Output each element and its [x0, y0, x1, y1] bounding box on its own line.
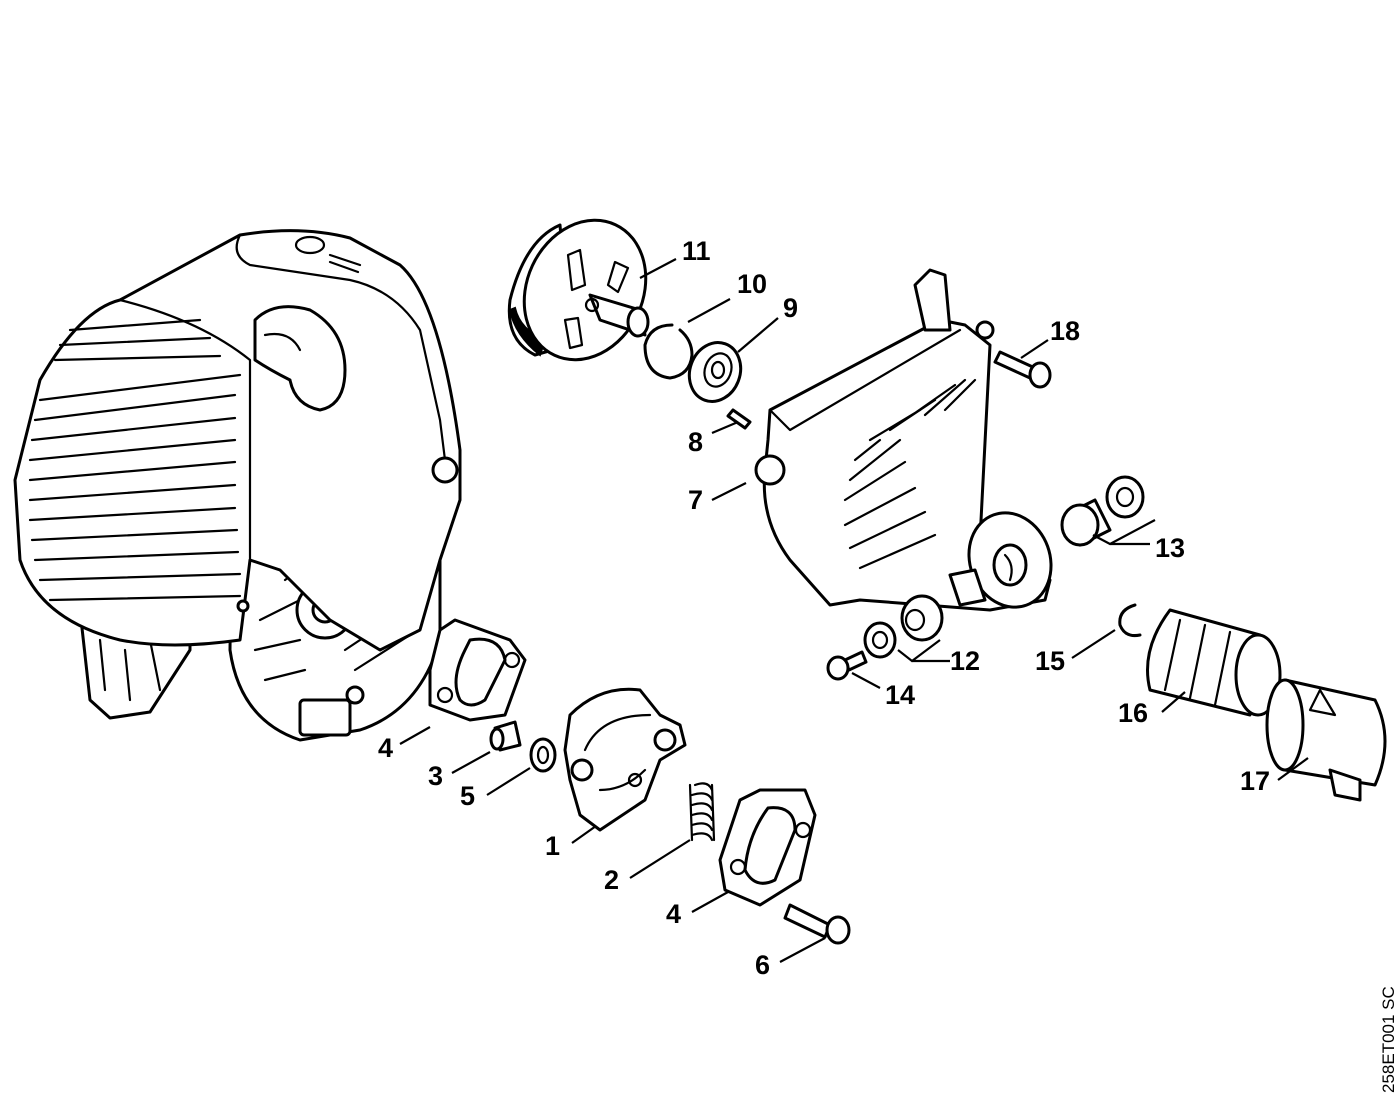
callout-8: 8 [688, 427, 703, 457]
carrier-plate-lower [718, 788, 817, 907]
callout-4-upper: 4 [378, 733, 393, 763]
drawing-code: 258ET001 SC [1379, 986, 1398, 1093]
callout-5: 5 [460, 781, 475, 811]
screw-6 [783, 903, 851, 945]
callout-10: 10 [737, 269, 767, 299]
spring-2 [688, 782, 716, 842]
callout-9: 9 [783, 293, 798, 323]
callout-4-lower: 4 [666, 899, 681, 929]
engine-housing [13, 229, 462, 742]
callout-18: 18 [1050, 316, 1080, 346]
nut-3 [489, 720, 522, 752]
callout-16: 16 [1118, 698, 1148, 728]
callout-labels: 11 10 9 8 7 18 13 12 14 15 16 17 4 3 5 1… [378, 236, 1270, 980]
leader-lines [399, 258, 1309, 963]
callout-7: 7 [688, 485, 703, 515]
callout-3: 3 [428, 761, 443, 791]
sleeves-13 [1060, 475, 1145, 547]
sleeves-12 [863, 594, 944, 659]
tube-16 [1146, 608, 1282, 717]
callout-14: 14 [885, 680, 915, 710]
carrier-plate-upper [428, 618, 527, 722]
clutch-shoe [563, 687, 687, 832]
washer-5 [529, 737, 557, 773]
clamp-17 [1265, 678, 1387, 802]
callout-11: 11 [682, 236, 711, 266]
clutch-drum [507, 218, 650, 362]
ball-bearing [687, 341, 743, 403]
screw-14 [826, 650, 868, 681]
callout-1: 1 [545, 831, 560, 861]
circlip-15 [1118, 603, 1142, 637]
callout-2: 2 [604, 865, 619, 895]
callout-12: 12 [950, 646, 980, 676]
callout-15: 15 [1035, 646, 1065, 676]
screw-18 [993, 350, 1052, 389]
gear-housing [754, 268, 1053, 612]
callout-17: 17 [1240, 766, 1270, 796]
pin-8 [726, 408, 752, 430]
callout-6: 6 [755, 950, 770, 980]
callout-13: 13 [1155, 533, 1185, 563]
circlip-10 [643, 323, 694, 380]
